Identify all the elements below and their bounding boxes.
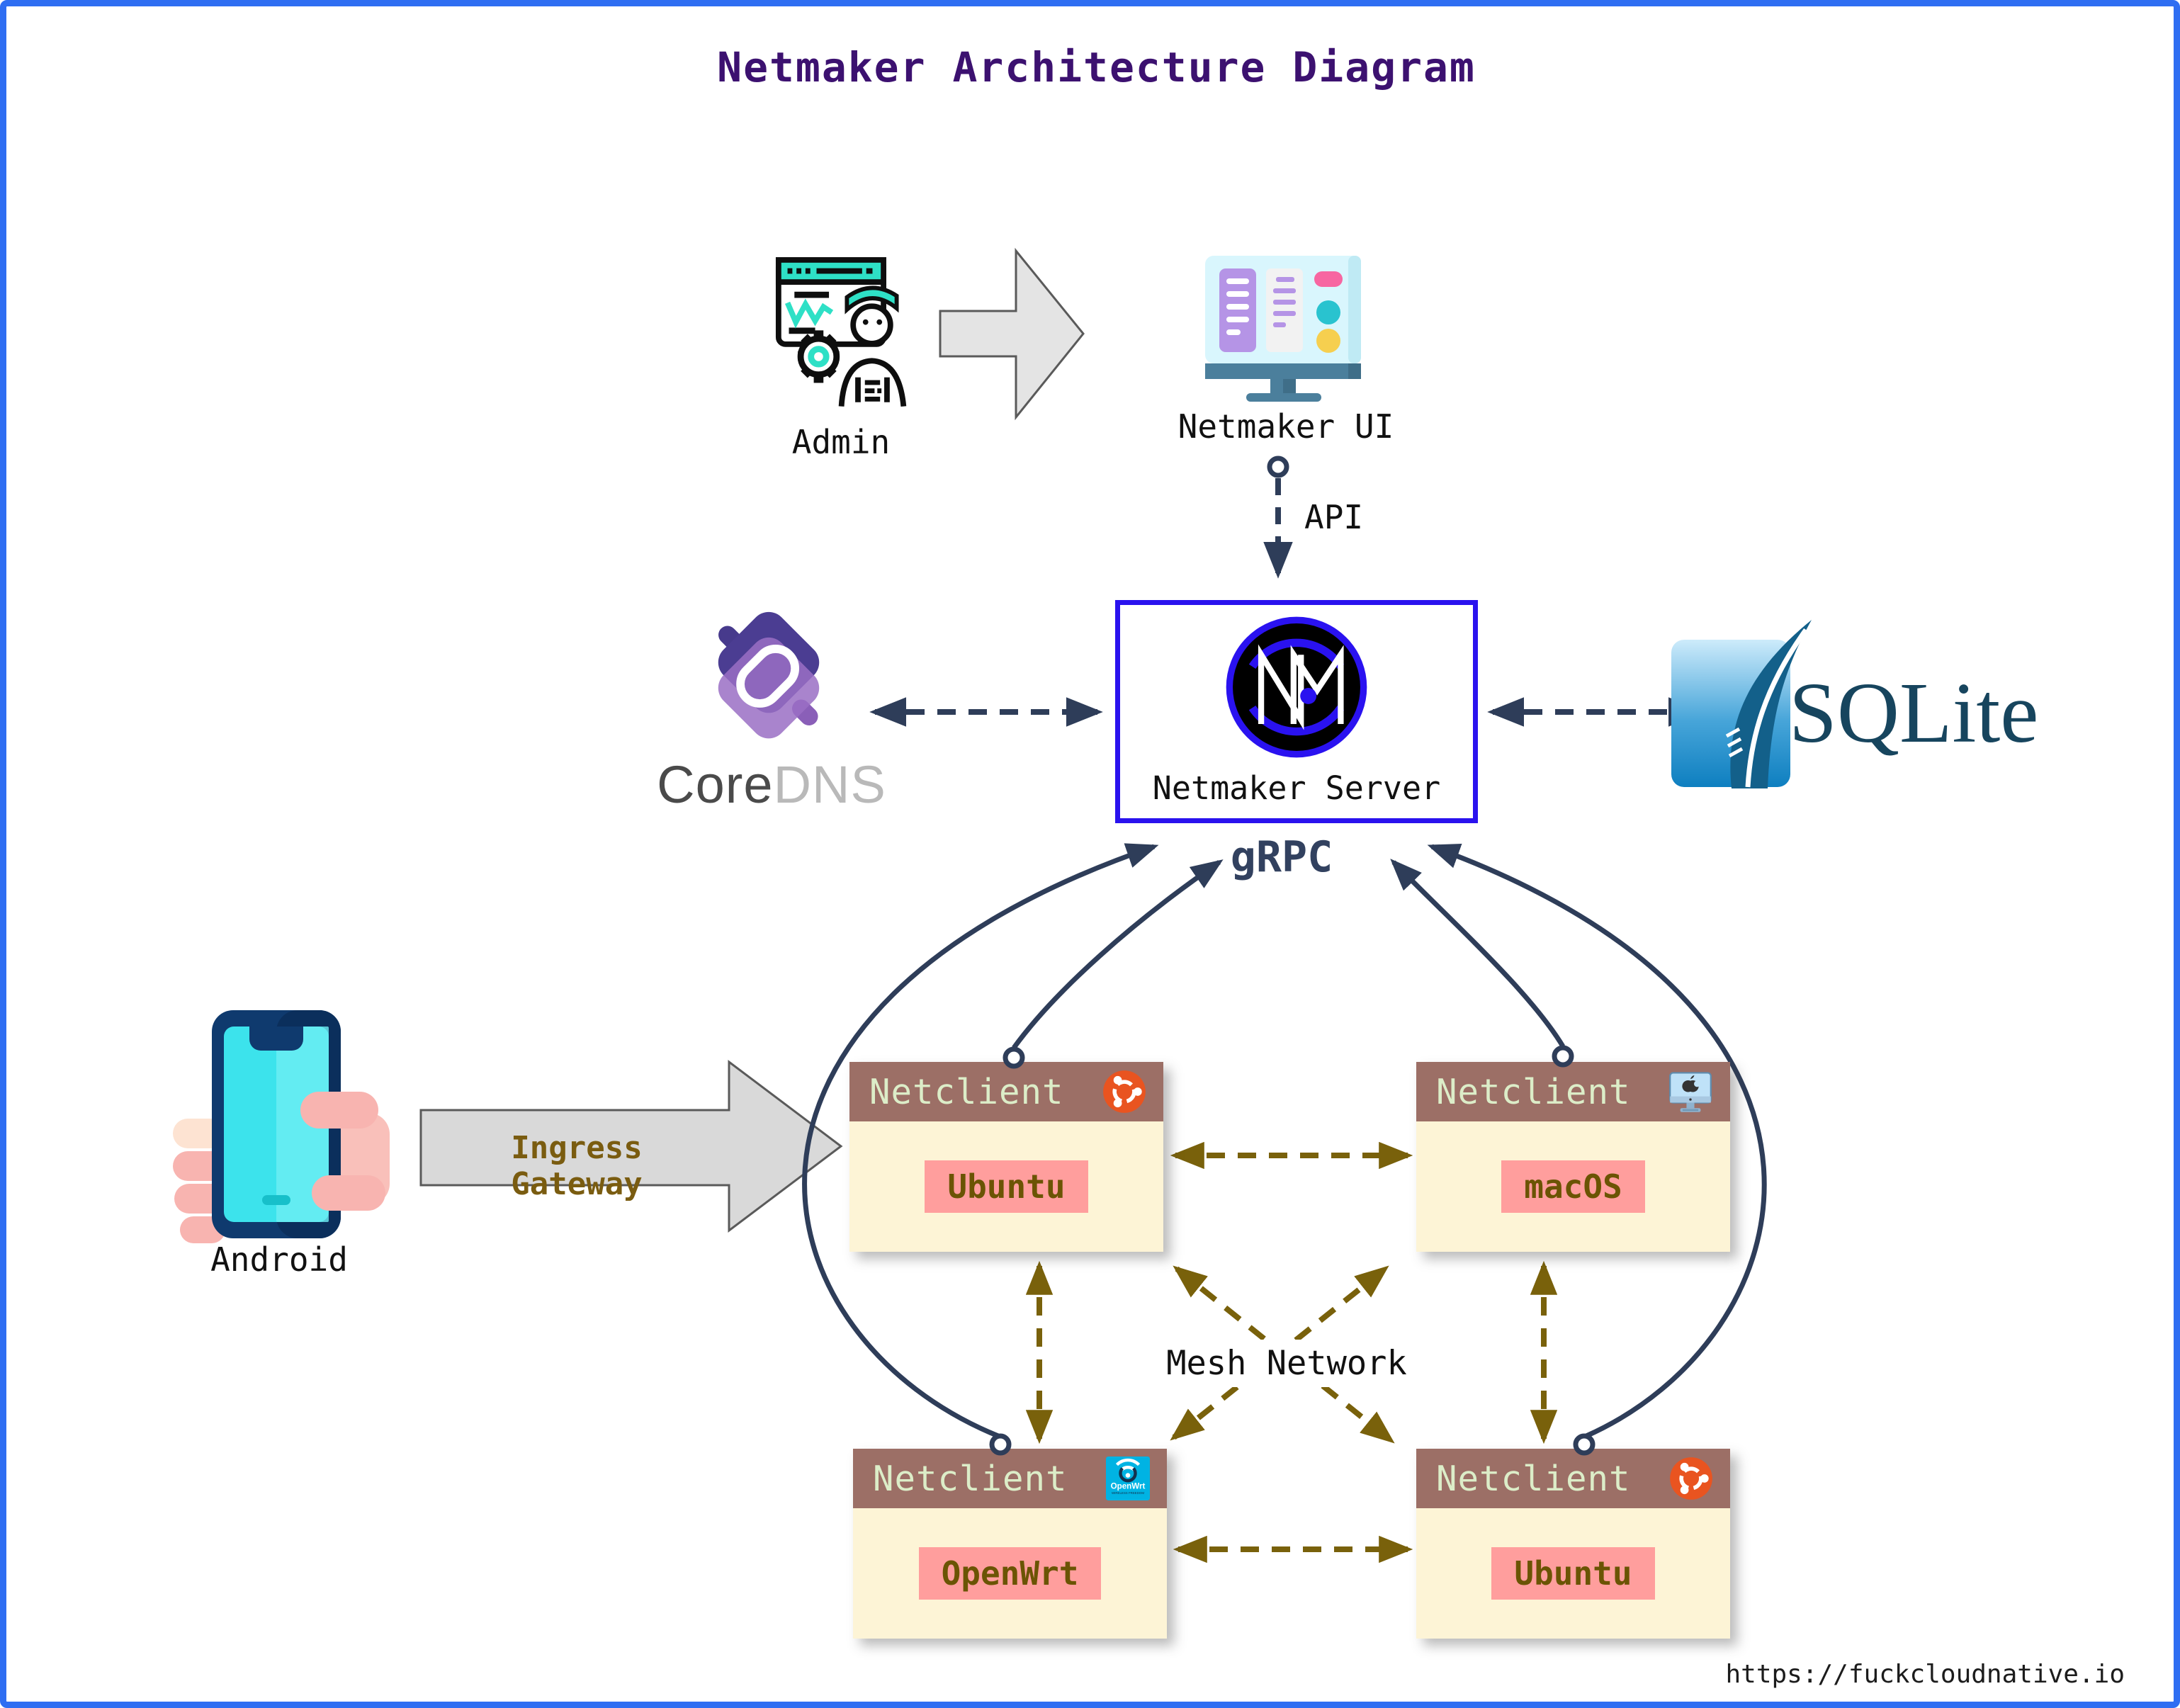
os-badge: macOS bbox=[1501, 1160, 1645, 1213]
netclient-header: Netclient bbox=[1416, 1449, 1730, 1508]
netclient-header: Netclient bbox=[1416, 1062, 1730, 1121]
admin-person bbox=[838, 285, 907, 407]
coredns-wordmark: CoreDNS bbox=[651, 754, 892, 815]
netclient-box-openwrt: OpenWrt WIRELESS FREEDOM Netclient OpenW… bbox=[853, 1449, 1167, 1639]
netmaker-logo-icon bbox=[1226, 616, 1367, 758]
openwrt-logo-subtext: WIRELESS FREEDOM bbox=[1112, 1491, 1144, 1495]
sqlite-icon bbox=[1671, 620, 1812, 788]
netclient-body: Ubuntu bbox=[849, 1121, 1163, 1252]
netmaker-server-label: Netmaker Server bbox=[1152, 769, 1441, 807]
admin-icon bbox=[775, 257, 907, 407]
netclient-body: Ubuntu bbox=[1416, 1508, 1730, 1639]
sqlite-wordmark: SQLite bbox=[1789, 665, 2039, 761]
os-badge: Ubuntu bbox=[925, 1160, 1088, 1213]
ubuntu-logo-icon bbox=[1103, 1070, 1146, 1113]
netclient-header: Netclient bbox=[849, 1062, 1163, 1121]
coredns-word-dns: DNS bbox=[773, 755, 886, 814]
mesh-network-label: Mesh Network bbox=[1134, 1340, 1439, 1387]
connector-lines bbox=[419, 247, 1767, 1563]
admin-to-ui-arrow bbox=[939, 247, 1085, 421]
apple-glyph bbox=[1682, 1075, 1700, 1092]
gear-icon bbox=[797, 330, 840, 383]
netmaker-ui-label: Netmaker UI bbox=[1177, 407, 1394, 446]
coredns-word-core: Core bbox=[657, 755, 774, 814]
openwrt-logo-text: OpenWrt bbox=[1111, 1481, 1146, 1491]
page-title: Netmaker Architecture Diagram bbox=[717, 43, 1476, 91]
imac-logo-icon bbox=[1669, 1072, 1712, 1112]
netclient-box-macos: Netclient macOS bbox=[1416, 1062, 1730, 1252]
openwrt-logo-icon: OpenWrt WIRELESS FREEDOM bbox=[1106, 1457, 1150, 1500]
ingress-gateway-label: Ingress Gateway bbox=[511, 1130, 643, 1202]
ubuntu-logo-icon bbox=[1670, 1457, 1712, 1500]
grpc-curve-netclient-macos bbox=[1390, 859, 1565, 1048]
netclient-header: OpenWrt WIRELESS FREEDOM Netclient bbox=[853, 1449, 1167, 1508]
grpc-curve-netclient-ubuntu-top bbox=[1012, 859, 1224, 1050]
android-phone-icon bbox=[173, 1010, 390, 1243]
coredns-icon bbox=[718, 611, 820, 739]
netclient-title: Netclient bbox=[873, 1458, 1068, 1499]
netclient-body: macOS bbox=[1416, 1121, 1730, 1252]
os-badge: Ubuntu bbox=[1491, 1547, 1655, 1600]
grpc-curve-netclient-ubuntu-bottom bbox=[1427, 844, 1767, 1439]
api-connector-dot bbox=[1267, 456, 1289, 478]
netclient-box-ubuntu-bottom: Netclient Ubuntu bbox=[1416, 1449, 1730, 1639]
grpc-curve-netclient-openwrt bbox=[802, 843, 1159, 1439]
ingress-gateway-arrow bbox=[419, 1059, 843, 1233]
api-label: API bbox=[1304, 498, 1364, 536]
admin-label: Admin bbox=[791, 423, 891, 461]
netmaker-server-box: Netmaker Server bbox=[1115, 600, 1478, 823]
netclient-title: Netclient bbox=[869, 1071, 1064, 1112]
os-badge: OpenWrt bbox=[918, 1547, 1102, 1600]
netclient-body: OpenWrt bbox=[853, 1508, 1167, 1639]
netclient-title: Netclient bbox=[1436, 1458, 1631, 1499]
grpc-label: gRPC bbox=[1230, 832, 1333, 882]
netclient-title: Netclient bbox=[1436, 1071, 1631, 1112]
footer-url: https://fuckcloudnative.io bbox=[1725, 1660, 2125, 1689]
netmaker-ui-icon bbox=[1205, 256, 1361, 402]
netclient-box-ubuntu-top: Netclient Ubuntu bbox=[849, 1062, 1163, 1252]
android-label: Android bbox=[210, 1240, 348, 1279]
